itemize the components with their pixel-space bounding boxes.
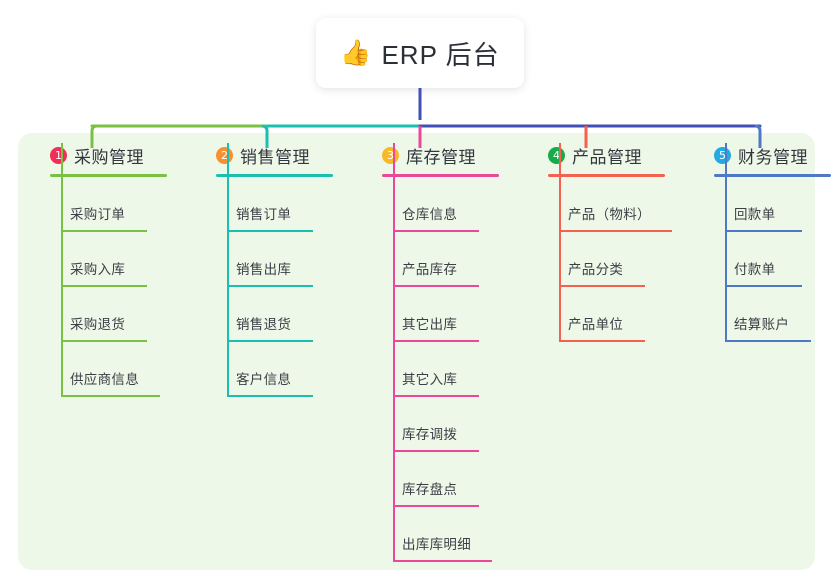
branch-trunk (61, 143, 63, 397)
leaf-rule (726, 230, 802, 232)
leaf-label: 销售退货 (236, 317, 292, 332)
branch-header[interactable]: 5 财务管理 (694, 143, 808, 167)
branch-number-badge: 4 (548, 146, 565, 164)
branch-title: 采购管理 (74, 147, 144, 167)
branch-header-rule (548, 174, 665, 177)
leaf-rule (394, 340, 479, 342)
root-title: ERP 后台 (381, 39, 500, 70)
leaf-label: 库存盘点 (402, 482, 458, 497)
branch-column: 1 采购管理 采购订单采购入库采购退货供应商信息 (30, 143, 167, 397)
leaf-label: 其它出库 (402, 317, 458, 332)
branch-title: 库存管理 (406, 147, 476, 167)
leaf-rule (62, 395, 160, 397)
branch-title: 财务管理 (738, 147, 808, 167)
branch-header-rule (714, 174, 831, 177)
branch-header[interactable]: 4 产品管理 (528, 143, 642, 167)
leaf-rule (62, 285, 147, 287)
branch-number-badge: 2 (216, 146, 233, 164)
leaf-rule (726, 340, 811, 342)
leaf-rule (394, 560, 492, 562)
leaf-rule (228, 285, 313, 287)
branch-trunk (227, 143, 229, 397)
leaf-label: 采购退货 (70, 317, 126, 332)
branch-header[interactable]: 1 采购管理 (30, 143, 144, 167)
leaf-rule (394, 285, 479, 287)
leaf-label: 回款单 (734, 207, 776, 222)
branch-header-rule (382, 174, 499, 177)
leaf-label: 供应商信息 (70, 372, 139, 387)
branch-title: 产品管理 (572, 147, 642, 167)
leaf-rule (62, 340, 147, 342)
branch-number-badge: 5 (714, 146, 731, 164)
leaf-label: 库存调拨 (402, 427, 458, 442)
leaf-label: 结算账户 (734, 317, 790, 332)
leaf-label: 采购入库 (70, 262, 126, 277)
root-node[interactable]: 👍 ERP 后台 (316, 18, 524, 88)
leaf-rule (394, 450, 479, 452)
leaf-rule (62, 230, 147, 232)
branch-header-rule (50, 174, 167, 177)
leaf-label: 销售订单 (236, 207, 292, 222)
branch-number-badge: 1 (50, 146, 67, 164)
leaf-label: 仓库信息 (402, 207, 458, 222)
leaf-rule (560, 285, 645, 287)
leaf-label: 销售出库 (236, 262, 292, 277)
branch-column: 3 库存管理 仓库信息产品库存其它出库其它入库库存调拨库存盘点出库库明细 (362, 143, 499, 562)
leaf-rule (394, 395, 479, 397)
leaf-rule (394, 505, 479, 507)
leaf-label: 产品库存 (402, 262, 458, 277)
leaf-rule (228, 230, 313, 232)
leaf-label: 产品单位 (568, 317, 624, 332)
leaf-rule (560, 340, 645, 342)
branch-trunk (725, 143, 727, 342)
leaf-rule (560, 230, 672, 232)
branch-header[interactable]: 3 库存管理 (362, 143, 476, 167)
leaf-label: 出库库明细 (402, 537, 471, 552)
branch-title: 销售管理 (240, 147, 310, 167)
leaf-label: 客户信息 (236, 372, 292, 387)
branch-column: 2 销售管理 销售订单销售出库销售退货客户信息 (196, 143, 333, 397)
leaf-rule (228, 395, 313, 397)
thumbs-up-icon: 👍 (340, 38, 372, 67)
branch-number-badge: 3 (382, 146, 399, 164)
branch-header-rule (216, 174, 333, 177)
branch-column: 5 财务管理 回款单付款单结算账户 (694, 143, 831, 342)
leaf-rule (228, 340, 313, 342)
leaf-label: 付款单 (734, 262, 776, 277)
leaf-rule (394, 230, 479, 232)
leaf-label: 其它入库 (402, 372, 458, 387)
branch-trunk (559, 143, 561, 342)
branch-trunk (393, 143, 395, 562)
leaf-label: 产品分类 (568, 262, 624, 277)
branch-column: 4 产品管理 产品（物料） 产品分类产品单位 (528, 143, 672, 342)
leaf-label: 产品（物料） (568, 207, 651, 222)
background-panel (18, 133, 815, 570)
branch-header[interactable]: 2 销售管理 (196, 143, 310, 167)
leaf-rule (726, 285, 802, 287)
leaf-label: 采购订单 (70, 207, 126, 222)
